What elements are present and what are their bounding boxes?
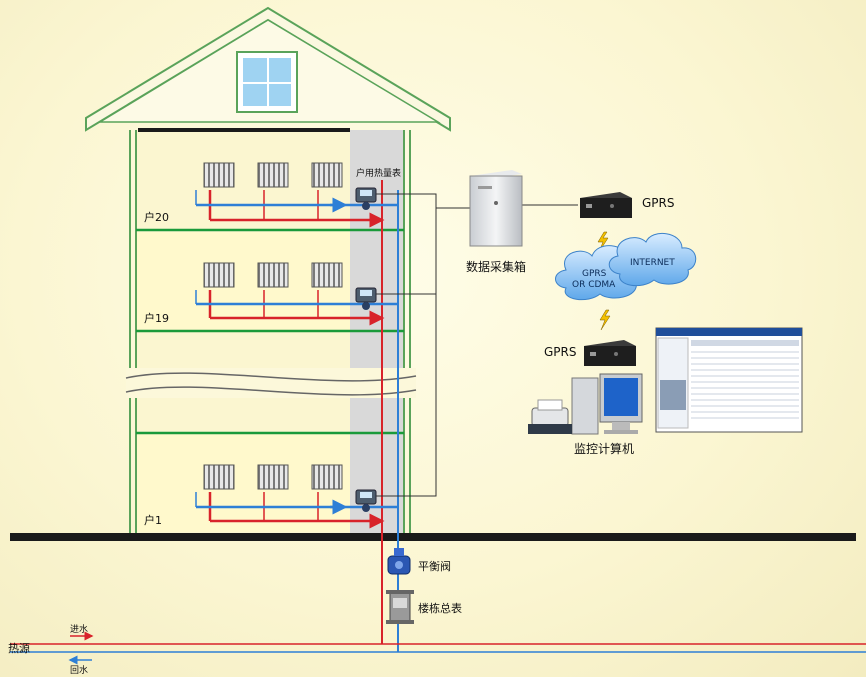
printer-icon [528, 399, 572, 434]
gprs-modem-icon [580, 192, 632, 218]
heat-source-label: 热源 [8, 642, 30, 655]
radiator-icon [203, 162, 235, 188]
monitor-label: 监控计算机 [574, 442, 635, 456]
radiator-icon [311, 162, 343, 188]
gprs-modem-icon [584, 340, 636, 366]
software-screenshot [655, 327, 803, 433]
signal-wiring [376, 193, 578, 497]
pc-icon [571, 373, 643, 435]
building-meter-icon [386, 590, 414, 624]
lightning-icon [597, 231, 609, 253]
heat-meter-icon [355, 489, 377, 512]
collector-label: 数据采集箱 [466, 260, 527, 274]
cloud-icon [555, 233, 697, 301]
radiator-icon [203, 262, 235, 288]
cloud-cdma-label: OR CDMA [572, 280, 616, 290]
radiator-icon [257, 162, 289, 188]
supply-label: 进水 [70, 625, 89, 635]
lightning-icon [599, 309, 611, 331]
heat-meter-icon [355, 287, 377, 310]
building-meter-label: 楼栋总表 [418, 602, 462, 615]
radiator-icon [257, 262, 289, 288]
balance-valve-icon [387, 548, 411, 575]
heat-meter-icon [355, 187, 377, 210]
cloud-internet-label: INTERNET [630, 258, 675, 268]
ground-line [10, 533, 856, 541]
return-label: 回水 [70, 666, 89, 676]
radiator-icon [257, 464, 289, 490]
window-icon [236, 51, 298, 113]
unit-1-label: 户1 [144, 514, 162, 527]
unit-20-label: 户20 [144, 211, 169, 224]
cloud-gprs-label: GPRS [582, 269, 607, 279]
gprs-bottom-label: GPRS [544, 345, 577, 359]
balance-valve-label: 平衡阀 [418, 560, 451, 573]
radiator-icon [203, 464, 235, 490]
radiator-icon [311, 262, 343, 288]
collector-box-icon [469, 170, 523, 247]
radiator-icon [311, 464, 343, 490]
gprs-top-label: GPRS [642, 196, 675, 210]
unit-19-label: 户19 [144, 312, 169, 325]
radiators [203, 162, 343, 490]
household-meter-label: 户用热量表 [356, 169, 402, 179]
